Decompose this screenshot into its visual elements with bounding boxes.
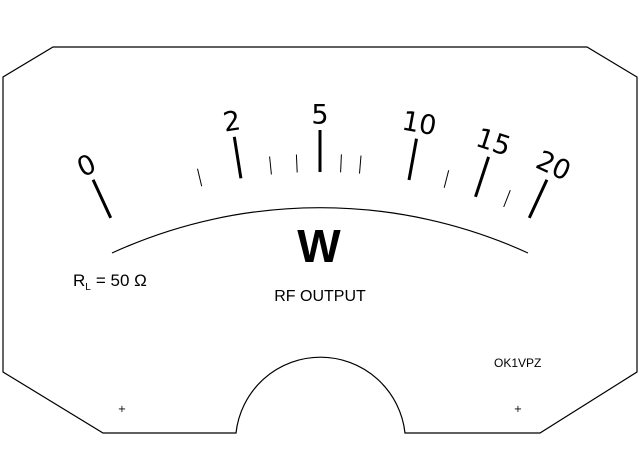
major-tick-2	[232, 136, 243, 179]
minor-tick	[443, 170, 450, 188]
scale-label-5: 5	[311, 100, 328, 131]
load-impedance: RL = 50 Ω	[73, 271, 147, 293]
minor-tick	[340, 154, 342, 173]
scale-label-10: 10	[400, 106, 439, 143]
major-tick-20	[527, 179, 549, 219]
scale-arc	[111, 207, 529, 254]
minor-tick-group	[197, 154, 511, 208]
meter-outline	[2, 46, 638, 434]
unit-symbol: W	[297, 220, 341, 272]
scale-label-0: 0	[72, 149, 101, 184]
minor-tick	[295, 154, 298, 173]
minor-tick	[359, 155, 362, 174]
load-prefix: R	[73, 271, 85, 290]
major-tick-group	[91, 130, 549, 219]
minor-tick	[197, 168, 203, 187]
load-value: = 50 Ω	[96, 271, 147, 290]
scale-label-group: 0 2 5 10 15 20	[72, 100, 575, 188]
meter-label: RF OUTPUT	[274, 288, 366, 305]
major-tick-15	[474, 156, 491, 198]
scale-label-2: 2	[221, 105, 243, 138]
minor-tick	[503, 190, 511, 208]
mount-mark-right: +	[514, 404, 522, 415]
mount-mark-left: +	[118, 404, 126, 415]
major-tick-10	[407, 138, 418, 181]
load-subscript: L	[85, 282, 91, 293]
author-mark: OK1VPZ	[494, 356, 541, 370]
scale-label-15: 15	[472, 123, 514, 163]
scale-label-20: 20	[531, 145, 575, 188]
minor-tick	[269, 156, 272, 175]
major-tick-0	[91, 179, 113, 219]
